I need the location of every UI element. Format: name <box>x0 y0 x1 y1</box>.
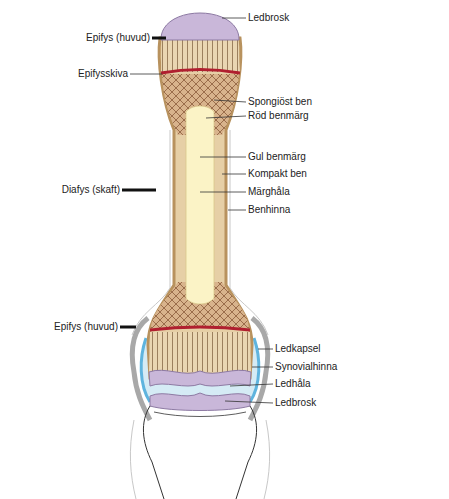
part-label: Diafys (skaft) <box>62 184 120 196</box>
epiphyseal-plate <box>161 70 240 74</box>
part-label: Epifys (huvud) <box>54 321 118 333</box>
outline-line <box>130 420 136 499</box>
epiphysis-texture <box>149 332 251 372</box>
outline-line <box>264 420 270 499</box>
lower-bone <box>154 412 246 417</box>
part-label: Epifys (huvud) <box>86 32 150 44</box>
articular-cartilage <box>161 13 239 40</box>
part-label: Röd benmärg <box>248 110 309 122</box>
part-label: Ledkapsel <box>275 343 321 355</box>
bracket-marks <box>120 38 166 327</box>
part-label: Benhinna <box>248 204 290 216</box>
part-label: Ledbrosk <box>275 397 316 409</box>
part-label: Spongiöst ben <box>248 96 312 108</box>
epiphyseal-plate <box>150 327 250 330</box>
articular-cartilage <box>149 370 251 386</box>
lower-bone <box>143 406 164 499</box>
epiphysis-texture <box>161 40 240 72</box>
part-label: Epifysskiva <box>78 68 128 80</box>
medullary-cavity <box>186 106 214 304</box>
part-label: Kompakt ben <box>248 168 307 180</box>
lower-bone <box>236 406 257 499</box>
part-label: Märghåla <box>248 186 290 198</box>
part-label: Gul benmärg <box>248 151 306 163</box>
part-label: Ledhåla <box>275 378 311 390</box>
part-label: Ledbrosk <box>248 12 289 24</box>
bone-body <box>148 38 252 378</box>
part-label: Synovialhinna <box>275 361 337 373</box>
